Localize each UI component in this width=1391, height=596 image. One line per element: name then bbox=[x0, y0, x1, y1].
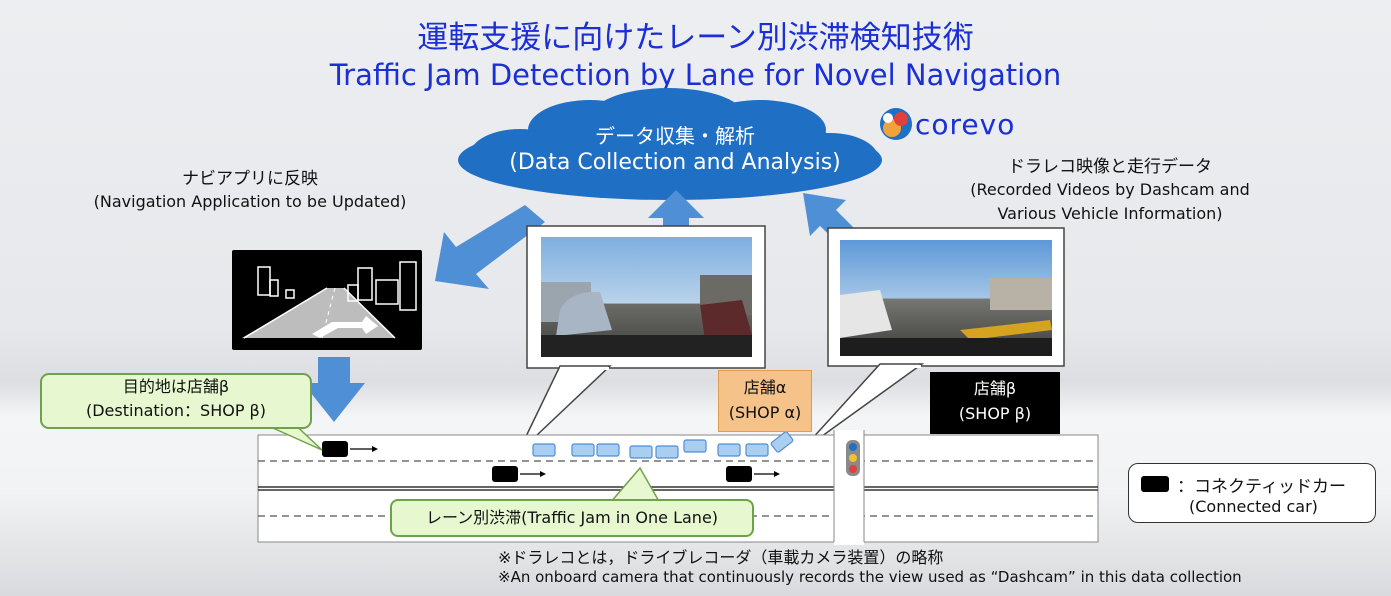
shop-beta-box: 店舗β (SHOP β) bbox=[930, 372, 1060, 434]
corevo-logo-text: corevo bbox=[915, 108, 1016, 141]
shop-beta-english: (SHOP β) bbox=[958, 404, 1032, 423]
traffic-signal-icon bbox=[846, 440, 860, 476]
dashcam-label-english-line1: (Recorded Videos by Dashcam and bbox=[970, 180, 1250, 199]
title-english: Traffic Jam Detection by Lane for Novel … bbox=[329, 58, 1062, 92]
dashcam-label-english-line2: Various Vehicle Information) bbox=[997, 204, 1223, 223]
shop-alpha-japanese: 店舗α bbox=[743, 378, 787, 397]
arrow-up-center bbox=[648, 190, 704, 240]
destination-label-english: (Destination：SHOP β) bbox=[85, 401, 267, 420]
legend-box: ：コネクティッドカー (Connected car) bbox=[1128, 463, 1376, 523]
cloud-label-english: (Data Collection and Analysis) bbox=[509, 150, 841, 175]
shop-alpha-english: (SHOP α) bbox=[728, 403, 802, 422]
dashcam-label-japanese: ドラレコ映像と走行データ bbox=[1008, 157, 1212, 177]
footnote-english: ※An onboard camera that continuously rec… bbox=[498, 568, 1242, 586]
dashcam-callout-right bbox=[799, 227, 1065, 453]
title-japanese: 運転支援に向けたレーン別渋滞検知技術 bbox=[417, 20, 974, 56]
connected-car-3 bbox=[726, 466, 780, 482]
destination-label-japanese: 目的地は店舗β bbox=[122, 377, 230, 396]
shop-alpha-box: 店舗α (SHOP α) bbox=[718, 370, 812, 432]
jam-label: レーン別渋滞(Traffic Jam in One Lane) bbox=[390, 499, 754, 537]
destination-box: 目的地は店舗β (Destination：SHOP β) bbox=[40, 373, 312, 429]
footnote-japanese: ※ドラレコとは，ドライブレコーダ（車載カメラ装置）の略称 bbox=[498, 548, 944, 567]
legend-label-english: (Connected car) bbox=[1189, 497, 1318, 516]
shop-alpha-label: 店舗α (SHOP α) bbox=[719, 371, 811, 425]
legend-label-japanese: ：コネクティッドカー bbox=[1177, 477, 1346, 497]
jam-car-row bbox=[532, 431, 794, 459]
arrow-down-navigation bbox=[303, 357, 365, 422]
legend-car-icon bbox=[1141, 476, 1169, 492]
shop-beta-japanese: 店舗β bbox=[973, 379, 1017, 398]
dashcam-callout-center bbox=[517, 225, 766, 454]
navigation-label-english: (Navigation Application to be Updated) bbox=[93, 192, 407, 211]
cloud-label-japanese: データ収集・解析 bbox=[595, 124, 755, 148]
shop-beta-label: 店舗β (SHOP β) bbox=[930, 372, 1060, 426]
navigation-screen bbox=[232, 250, 422, 350]
connected-car-1 bbox=[322, 441, 378, 457]
connected-car-2 bbox=[492, 466, 546, 482]
navigation-label-japanese: ナビアプリに反映 bbox=[182, 169, 318, 189]
arrow-to-navigation bbox=[435, 205, 545, 289]
corevo-logo-icon bbox=[880, 108, 912, 140]
cloud-shape bbox=[458, 88, 882, 200]
